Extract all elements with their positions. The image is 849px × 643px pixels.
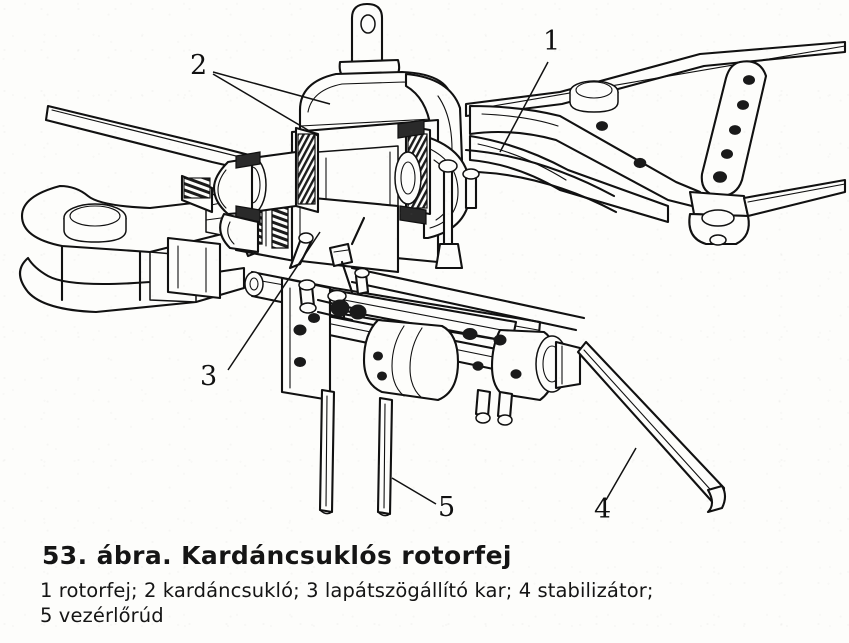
callout-4: 4 — [594, 494, 612, 525]
callout-1: 1 — [543, 26, 561, 57]
callout-3: 3 — [200, 361, 218, 392]
control-rods — [318, 388, 394, 517]
callout-5: 5 — [438, 492, 456, 523]
pitch-link-upper — [434, 159, 480, 270]
rotor-head-illustration: .s { fill:none; stroke:#111; stroke-widt… — [18, 2, 847, 525]
right-blade-grip — [464, 40, 847, 246]
control-linkage-cluster — [298, 267, 370, 322]
callout-2: 2 — [190, 50, 208, 81]
rotor-head-drawing: .s { fill:none; stroke:#111; stroke-widt… — [18, 2, 847, 517]
figure-legend-line-2: 5 vezérlőrúd — [40, 604, 164, 627]
stabilizer-bracket — [280, 266, 586, 426]
figure-caption: 53. ábra. Kardáncsuklós rotorfej 1 rotor… — [0, 536, 849, 643]
gimbal-joint-right — [394, 119, 432, 225]
figure-legend-line-1: 1 rotorfej; 2 kardáncsukló; 3 lapátszögá… — [40, 579, 654, 602]
figure-caption-title: 53. ábra. Kardáncsuklós rotorfej — [42, 541, 512, 570]
gimbal-joint-left — [180, 126, 320, 254]
callout-leader-lines — [212, 61, 637, 505]
stabilizer-bar — [576, 340, 727, 514]
